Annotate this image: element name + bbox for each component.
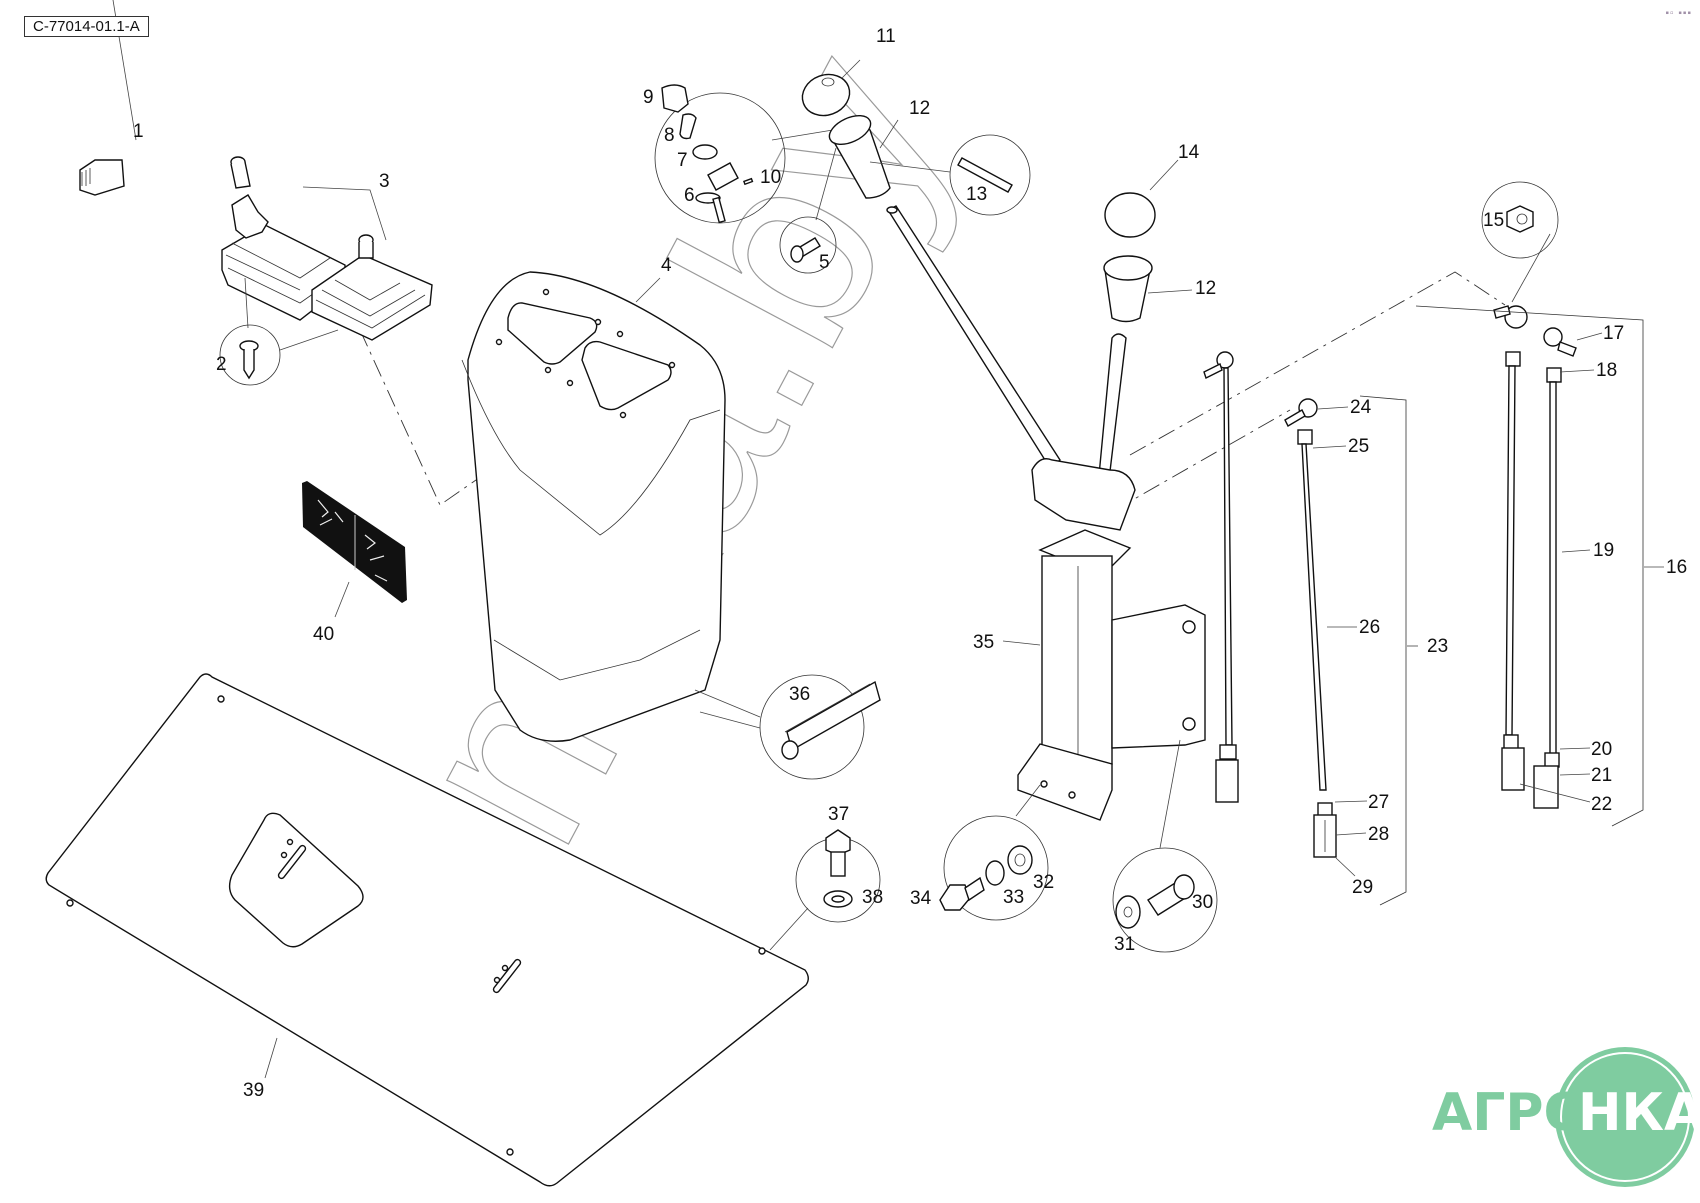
callout-24: 24 — [1350, 397, 1372, 418]
part-32-34-bolt-washers[interactable] — [939, 784, 1049, 921]
cable-assembly-23-leaders — [1312, 406, 1368, 877]
callout-22: 22 — [1591, 794, 1612, 815]
corner-marks: ▪▫ ▪▪▪ — [1665, 8, 1692, 19]
part-36-edge-trim[interactable] — [694, 674, 881, 780]
callout-1: 1 — [133, 121, 144, 142]
callout-19: 19 — [1593, 540, 1614, 561]
callout-38: 38 — [862, 887, 883, 908]
part-4-console-cover[interactable] — [461, 271, 726, 742]
callout-18: 18 — [1596, 360, 1617, 381]
callout-37: 37 — [828, 804, 849, 825]
cable-middle[interactable] — [1203, 351, 1239, 803]
part-30-31-bolt-washer[interactable] — [1112, 739, 1218, 953]
callout-30: 30 — [1192, 892, 1213, 913]
callout-21: 21 — [1591, 765, 1612, 786]
callout-23: 23 — [1427, 636, 1448, 657]
callout-3: 3 — [379, 171, 390, 192]
callout-12-lower: 12 — [1195, 278, 1216, 299]
part-3-boot-small[interactable] — [311, 234, 433, 341]
callout-32: 32 — [1033, 872, 1054, 893]
cable-assembly-23[interactable] — [1284, 395, 1418, 906]
callout-25: 25 — [1348, 436, 1369, 457]
callout-39: 39 — [243, 1080, 264, 1101]
cable-assembly-16-leaders — [1519, 332, 1603, 803]
part-14-cap[interactable] — [1104, 159, 1179, 238]
callout-40: 40 — [313, 624, 334, 645]
cable-assembly-16[interactable] — [1415, 233, 1664, 827]
callout-26: 26 — [1359, 617, 1380, 638]
logo-text-right: НКА — [1578, 1083, 1700, 1143]
part-5-screw[interactable] — [779, 216, 837, 274]
callout-29: 29 — [1352, 877, 1373, 898]
agronka-logo: АГРО НКА — [1432, 1047, 1700, 1187]
callout-8: 8 — [664, 125, 675, 146]
callout-5: 5 — [819, 252, 830, 273]
part-15-nut[interactable] — [1481, 181, 1559, 259]
part-35-lever-support[interactable] — [1002, 333, 1206, 821]
callout-14: 14 — [1178, 142, 1200, 163]
callout-15: 15 — [1483, 210, 1504, 231]
lever-rod-left[interactable] — [886, 205, 1061, 470]
callout-9: 9 — [643, 87, 654, 108]
callout-17: 17 — [1603, 323, 1624, 344]
callout-7: 7 — [677, 150, 688, 171]
reference-code-label: C-77014-01.1-A — [24, 16, 149, 37]
part-40-decal[interactable] — [302, 481, 407, 618]
callout-labels: 1 2 3 4 5 6 7 8 9 10 11 12 12 13 14 15 1… — [133, 26, 1687, 1101]
callout-16: 16 — [1666, 557, 1687, 578]
part-12-knob-lower[interactable] — [1103, 255, 1193, 323]
callout-2: 2 — [216, 354, 227, 375]
callout-12-upper: 12 — [909, 98, 930, 119]
callout-6: 6 — [684, 185, 695, 206]
callout-34: 34 — [910, 888, 932, 909]
callout-13: 13 — [966, 184, 987, 205]
logo-text-left: АГРО — [1432, 1083, 1588, 1143]
part-6-10-switch-group[interactable] — [654, 84, 846, 224]
callout-35: 35 — [973, 632, 994, 653]
callout-11: 11 — [876, 26, 896, 47]
callout-20: 20 — [1591, 739, 1612, 760]
callout-31: 31 — [1114, 934, 1135, 955]
callout-4: 4 — [661, 255, 672, 276]
callout-33: 33 — [1003, 887, 1024, 908]
part-37-38-bolt-washer[interactable] — [769, 829, 881, 951]
logo-ring — [1560, 1052, 1690, 1182]
logo-circle — [1555, 1047, 1695, 1187]
callout-27: 27 — [1368, 792, 1389, 813]
part-2-screw[interactable] — [219, 324, 281, 386]
part-11-knob-cap[interactable] — [797, 59, 861, 122]
callout-28: 28 — [1368, 824, 1389, 845]
part-13-roll-pin[interactable] — [949, 134, 1031, 216]
part-39-floor-plate[interactable] — [45, 673, 809, 1187]
part-12-knob-upper[interactable] — [815, 110, 951, 221]
callout-36: 36 — [789, 684, 810, 705]
callout-10: 10 — [760, 167, 781, 188]
